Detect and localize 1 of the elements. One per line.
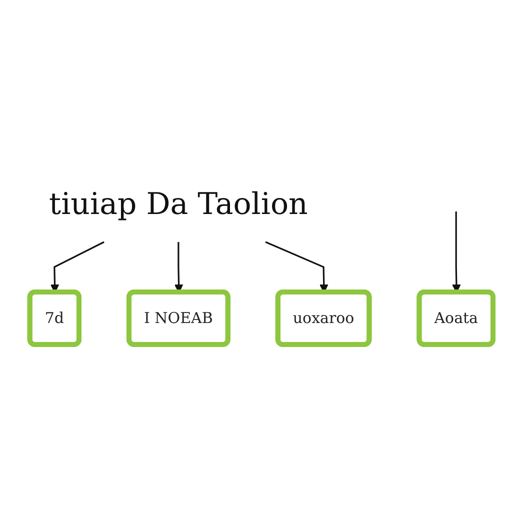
node-text: tiuiap Da Taolion bbox=[49, 187, 308, 222]
